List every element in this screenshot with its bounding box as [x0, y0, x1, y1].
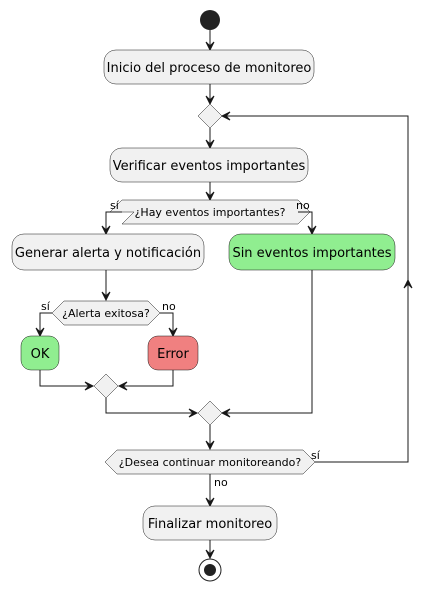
activity-error-label: Error — [157, 347, 189, 362]
label-alert-yes: sí — [41, 300, 51, 313]
edge-noevents-to-merge — [226, 270, 313, 414]
edge-events-no — [298, 211, 313, 230]
loop-merge-diamond — [197, 103, 223, 129]
end-node-inner — [204, 564, 216, 576]
activity-no-events-label: Sin eventos importantes — [232, 246, 391, 261]
events-merge-diamond — [197, 400, 223, 426]
edge-error-to-merge — [123, 370, 174, 387]
activity-generate-alert — [11, 233, 205, 271]
arrowhead — [84, 381, 95, 391]
arrowhead — [101, 225, 111, 236]
start-node — [200, 10, 220, 30]
arrowhead — [205, 95, 215, 106]
activity-verify-events — [109, 147, 309, 183]
arrowhead — [35, 327, 45, 338]
activity-generate-alert-label: Generar alerta y notificación — [15, 246, 201, 261]
arrowhead — [220, 408, 231, 418]
arrowhead — [220, 111, 231, 121]
activity-verify-events-label: Verificar eventos importantes — [113, 159, 306, 174]
edge-continue-yes-loop — [226, 115, 409, 463]
arrowhead — [117, 381, 128, 391]
arrowhead — [188, 408, 199, 418]
arrowhead — [205, 440, 215, 451]
arrowhead — [205, 497, 215, 508]
activity-finalize-label: Finalizar monitoreo — [148, 517, 272, 532]
label-continue-yes: sí — [311, 449, 321, 462]
label-events-no: no — [296, 199, 310, 212]
end-node-outer — [198, 558, 222, 582]
decision-alert-label: ¿Alerta exitosa? — [62, 307, 150, 320]
arrowhead-loop-up — [403, 278, 413, 289]
decision-events-label: ¿Hay eventos importantes? — [135, 206, 286, 219]
label-events-yes: sí — [110, 199, 120, 212]
arrowhead — [101, 291, 111, 302]
label-alert-no: no — [162, 300, 176, 313]
label-continue-no: no — [214, 476, 228, 489]
edge-events-yes — [105, 211, 122, 230]
edge-ok-to-merge — [39, 370, 89, 387]
activity-ok-label: OK — [31, 347, 50, 362]
decision-continue-label: ¿Desea continuar monitoreando? — [119, 456, 302, 469]
arrowhead — [168, 327, 178, 338]
arrowhead — [307, 225, 317, 236]
alert-merge-diamond — [93, 373, 119, 399]
activity-start-process — [103, 49, 315, 85]
edge-alertmerge-to-merge — [105, 398, 193, 414]
edge-alert-yes — [39, 312, 52, 332]
activity-start-process-label: Inicio del proceso de monitoreo — [107, 61, 312, 76]
arrowhead — [205, 139, 215, 150]
arrowhead — [205, 549, 215, 560]
arrowhead — [205, 41, 215, 52]
edge-alert-no — [160, 312, 174, 332]
arrowhead — [205, 191, 215, 202]
